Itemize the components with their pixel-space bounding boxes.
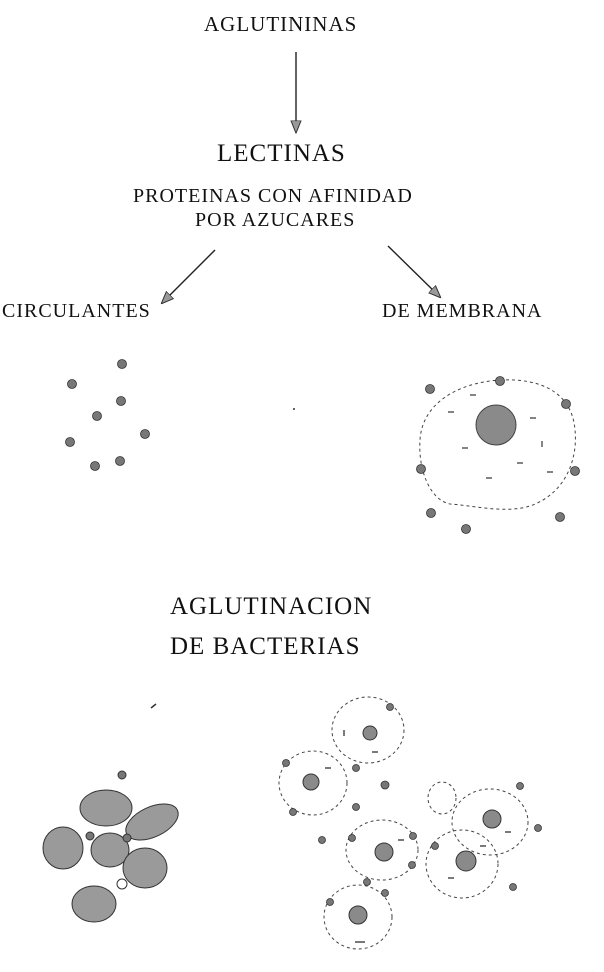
bacterium <box>42 826 84 870</box>
bacterium <box>90 832 130 868</box>
lectin-dot <box>140 429 150 439</box>
lectin-dot <box>117 359 127 369</box>
bacterial-cell <box>345 819 419 881</box>
label-de-membrana: DE MEMBRANA <box>382 300 543 322</box>
lectin-dot <box>65 437 75 447</box>
bacterial-cell <box>425 829 499 899</box>
bacterium <box>79 789 133 827</box>
lectin-dot <box>67 379 77 389</box>
agglutinated-cluster-right <box>278 696 542 950</box>
label-aglutininas: AGLUTININAS <box>204 12 358 36</box>
bacterial-cell <box>451 788 529 856</box>
lectin-dot <box>115 456 125 466</box>
cell-nucleus <box>475 404 517 446</box>
agglutinated-cluster-left <box>42 770 179 923</box>
membrane-lectins <box>416 376 580 534</box>
nucleus <box>374 842 394 862</box>
nucleus <box>348 905 368 925</box>
bacterium <box>71 885 117 923</box>
arrow-lectinas-to-circulantes <box>162 249 216 303</box>
bacterial-cell <box>278 750 348 816</box>
nucleus <box>482 809 502 829</box>
speck <box>150 703 157 709</box>
label-aglutinacion-line1: AGLUTINACION <box>170 593 373 620</box>
label-proteinas-line2: POR AZUCARES <box>195 209 356 231</box>
label-lectinas: LECTINAS <box>217 140 346 167</box>
membrane-cell <box>416 376 580 534</box>
arrow-lectinas-to-de-membrana <box>387 245 440 297</box>
membrane-specks <box>448 394 553 479</box>
lectin-dot <box>92 411 102 421</box>
speck <box>293 408 295 410</box>
nucleus <box>302 773 320 791</box>
lectin-dot <box>116 396 126 406</box>
label-aglutinacion-line2: DE BACTERIAS <box>170 633 361 660</box>
label-proteinas-line1: PROTEINAS CON AFINIDAD <box>133 185 413 207</box>
cell-membrane <box>419 379 576 510</box>
bacterial-cell <box>331 696 405 764</box>
circulating-lectins <box>65 359 150 471</box>
label-circulantes: CIRCULANTES <box>2 300 151 322</box>
lectin-dot <box>90 461 100 471</box>
nucleus <box>362 725 378 741</box>
nucleus <box>455 850 477 872</box>
bacterial-cell <box>323 884 393 950</box>
bacterium <box>122 847 168 889</box>
bacterial-cell <box>427 781 457 815</box>
